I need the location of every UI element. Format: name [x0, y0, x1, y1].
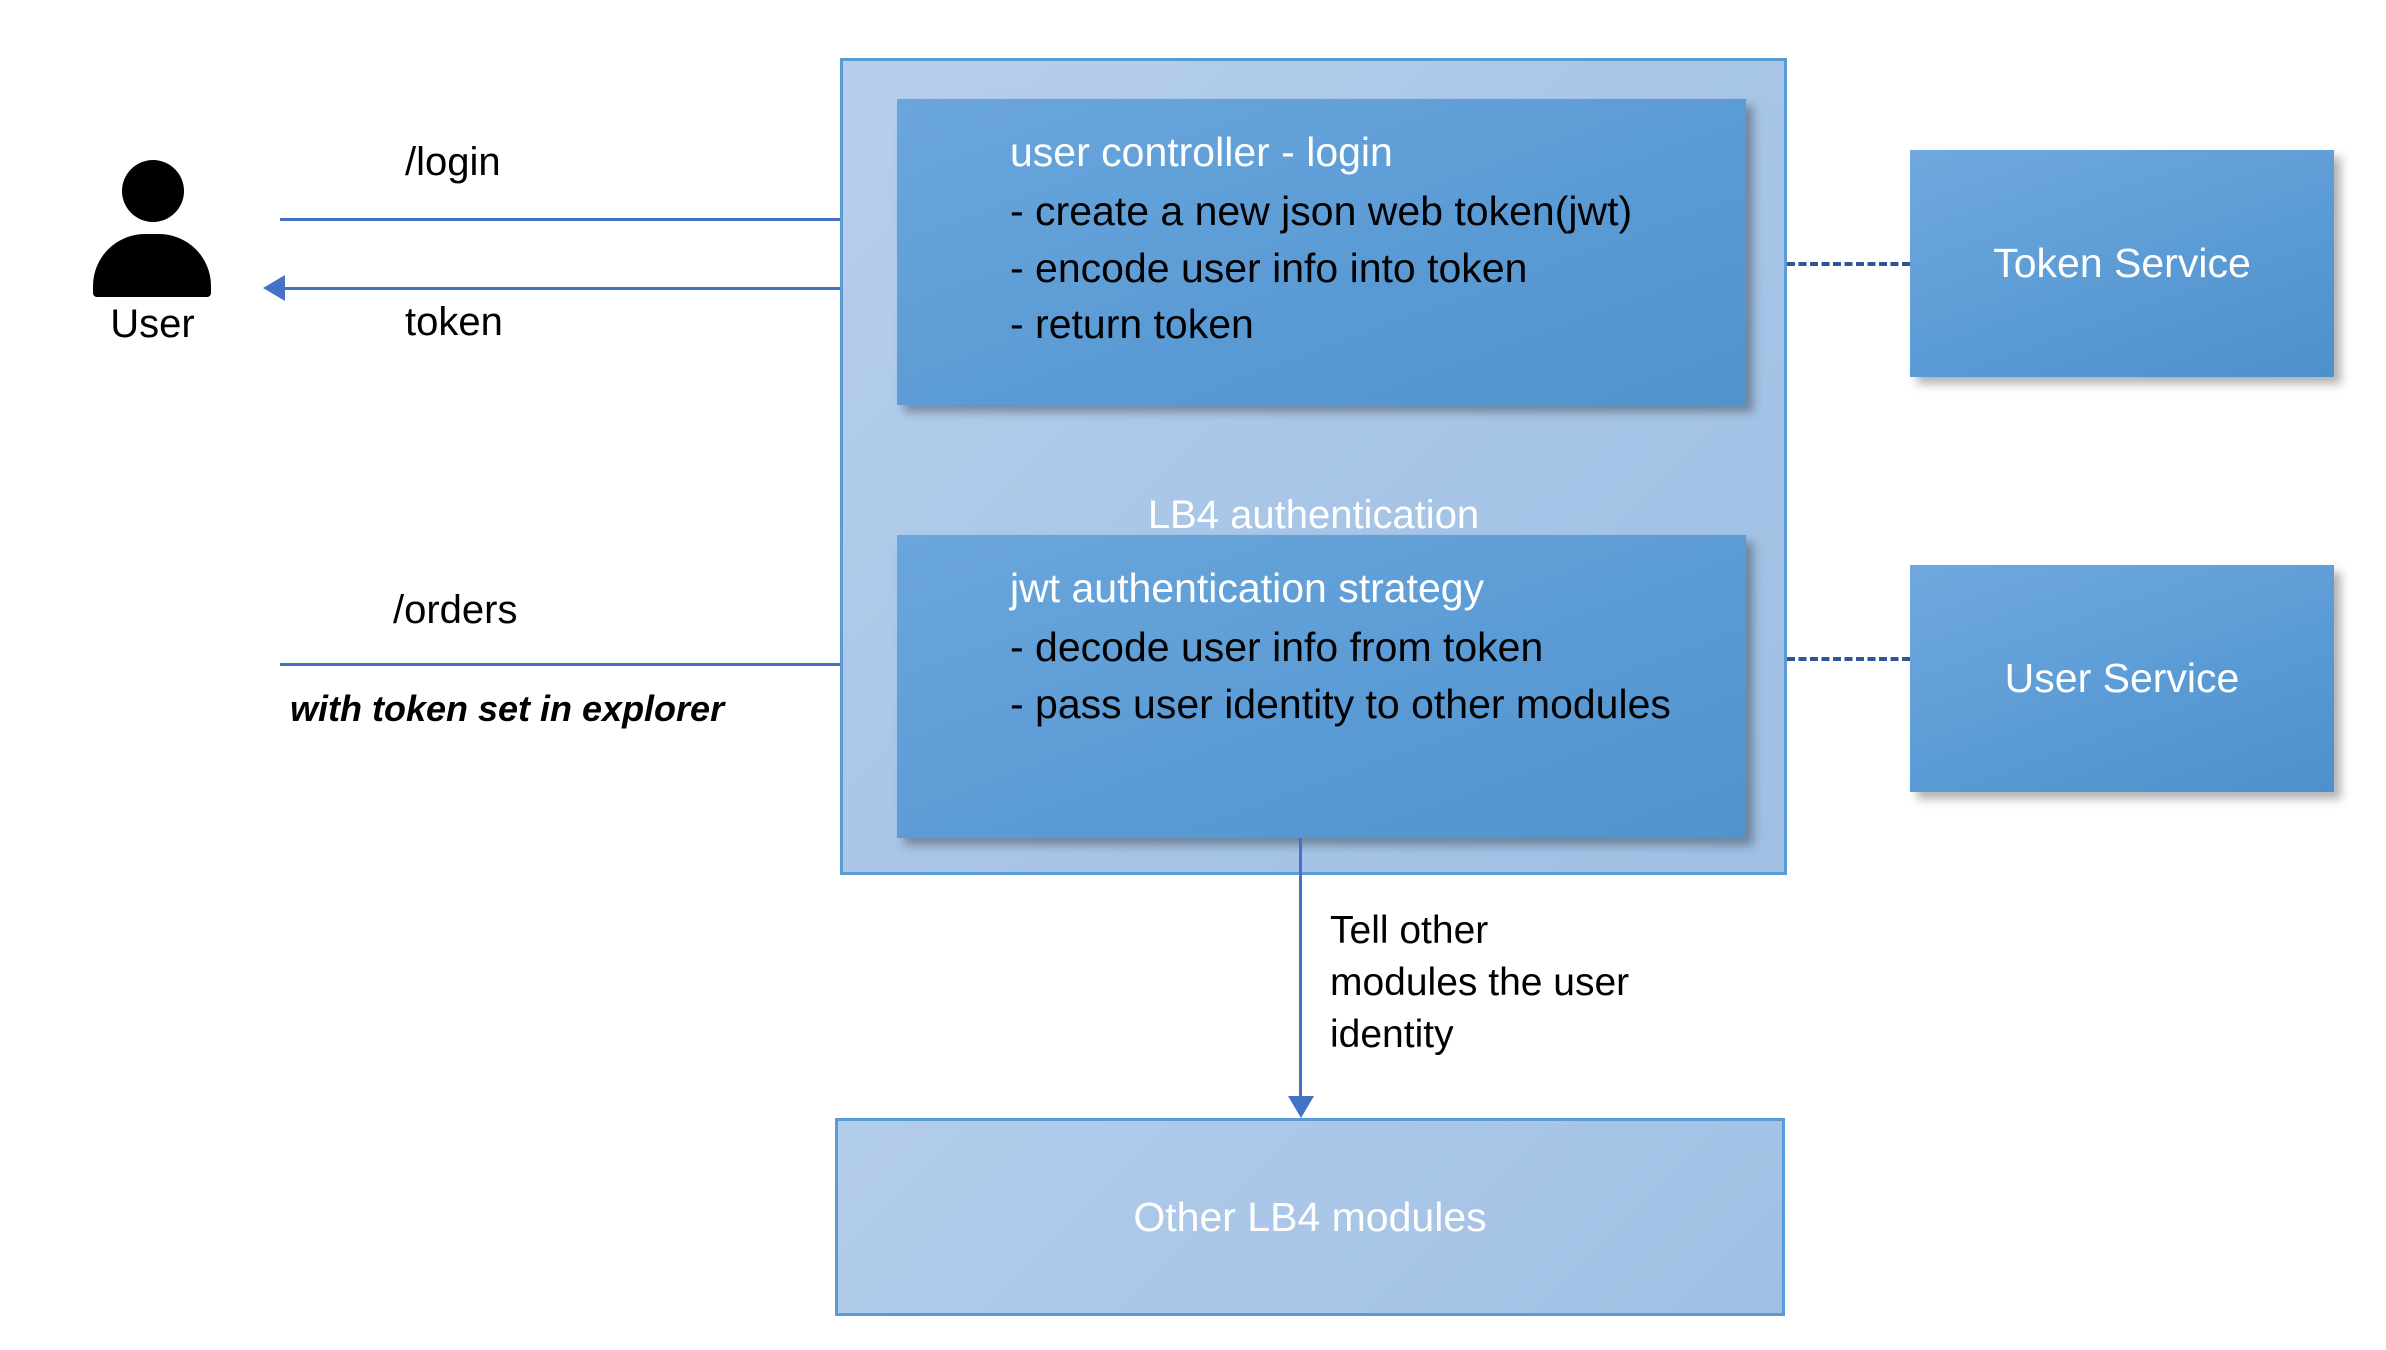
user-controller-items: - create a new json web token(jwt) - enc… — [1010, 183, 1632, 353]
token-service-box[interactable]: Token Service — [1910, 150, 2334, 377]
token-service-label: Token Service — [1993, 240, 2251, 286]
list-item: - encode user info into token — [1010, 244, 1528, 291]
user-controller-title: user controller - login — [1010, 129, 1393, 175]
token-service-connector — [1787, 262, 1910, 266]
user-actor-label: User — [110, 302, 195, 346]
user-controller-box[interactable]: user controller - login - create a new j… — [897, 99, 1746, 405]
lb4-authentication-label: LB4 authentication — [1147, 493, 1480, 537]
user-service-box[interactable]: User Service — [1910, 565, 2334, 792]
orders-edge-label: /orders — [393, 588, 518, 632]
user-actor: User — [80, 150, 260, 380]
tell-modules-edge-label: Tell other modules the user identity — [1330, 909, 1630, 1056]
tell-modules-arrowhead-icon — [1288, 1096, 1314, 1118]
list-item: - decode user info from token — [1010, 624, 1544, 670]
token-edge-label: token — [405, 300, 503, 344]
list-item: - pass user identity to other modules — [1010, 680, 1671, 727]
jwt-strategy-items: - decode user info from token - pass use… — [1010, 619, 1671, 732]
login-edge-label: /login — [405, 140, 501, 184]
orders-arrow-line — [280, 663, 977, 666]
token-arrow-line — [285, 287, 915, 290]
person-icon-head — [122, 160, 184, 222]
user-service-connector — [1787, 657, 1910, 661]
token-arrowhead-icon — [263, 275, 285, 301]
user-service-label: User Service — [2004, 655, 2240, 701]
orders-edge-sublabel: with token set in explorer — [290, 688, 725, 729]
list-item: - create a new json web token(jwt) — [1010, 188, 1633, 234]
jwt-strategy-title: jwt authentication strategy — [1010, 565, 1485, 611]
login-arrow-line — [280, 218, 977, 221]
jwt-authentication-strategy-box[interactable]: jwt authentication strategy - decode use… — [897, 535, 1746, 838]
other-lb4-modules-label: Other LB4 modules — [1133, 1193, 1487, 1240]
list-item: - return token — [1010, 301, 1254, 348]
person-icon-body — [93, 234, 211, 297]
tell-modules-arrow-line — [1299, 838, 1302, 1100]
other-lb4-modules-box[interactable]: Other LB4 modules — [835, 1118, 1785, 1316]
